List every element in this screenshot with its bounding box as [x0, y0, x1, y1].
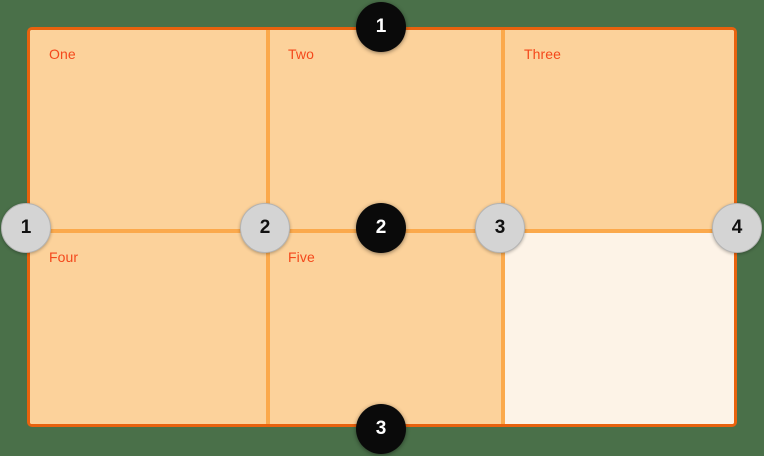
- row-marker-2[interactable]: 2: [356, 203, 406, 253]
- column-marker-4[interactable]: 4: [712, 203, 762, 253]
- row-marker-3[interactable]: 3: [356, 404, 406, 454]
- grid-cell-one[interactable]: One: [30, 30, 265, 228]
- grid-cell-four[interactable]: Four: [30, 233, 265, 424]
- grid-cell-label: One: [49, 46, 76, 62]
- grid-cell-two[interactable]: Two: [269, 30, 501, 228]
- row-marker-1[interactable]: 1: [356, 2, 406, 52]
- grid-cell-five[interactable]: Five: [269, 233, 501, 424]
- grid-cell-label: Three: [524, 46, 562, 62]
- column-marker-3[interactable]: 3: [475, 203, 525, 253]
- grid-cell-three[interactable]: Three: [505, 30, 734, 228]
- column-marker-1[interactable]: 1: [1, 203, 51, 253]
- grid-cell-label: Four: [49, 249, 79, 265]
- grid-cell-empty[interactable]: [505, 233, 734, 424]
- column-marker-2[interactable]: 2: [240, 203, 290, 253]
- grid-cell-label: Two: [288, 46, 314, 62]
- grid-cell-label: Five: [288, 249, 315, 265]
